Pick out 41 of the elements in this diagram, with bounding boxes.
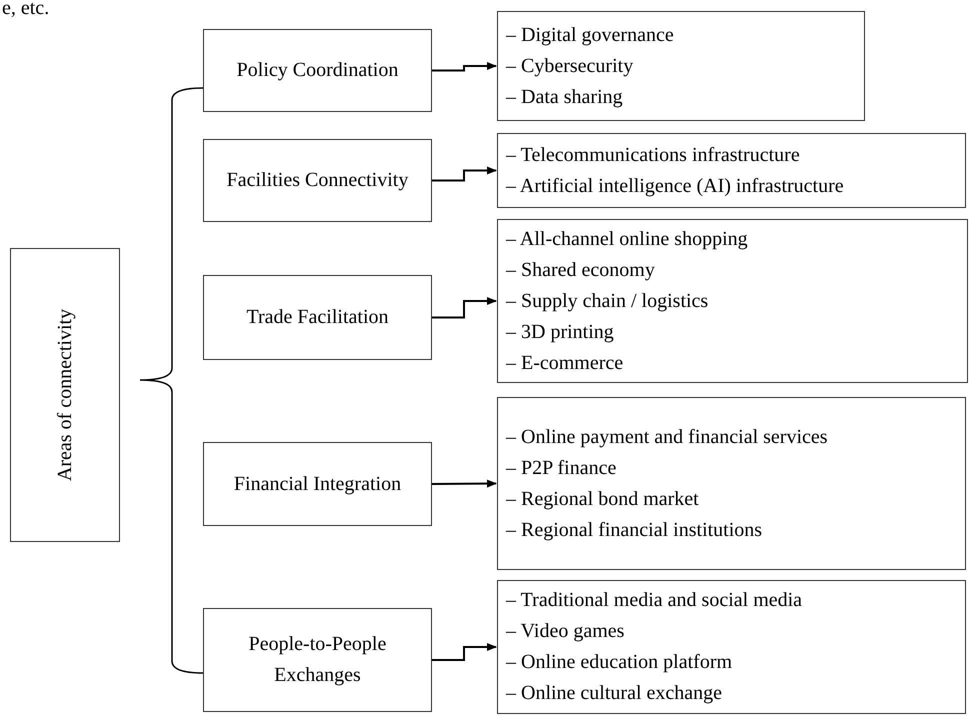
category-label: Financial Integration [232, 472, 402, 496]
arrow [432, 643, 497, 661]
list-box [497, 580, 966, 714]
list-box [497, 219, 968, 383]
arrow [432, 62, 497, 72]
category-box [203, 608, 432, 712]
list-item: – All-channel online shopping [506, 226, 749, 252]
category-label: People-to-People Exchanges [248, 632, 388, 688]
list-item: – Shared economy [506, 258, 656, 282]
category-label: Policy Coordination [236, 58, 400, 83]
list-item: – Regional financial institutions [506, 518, 764, 542]
list-item: – Online cultural exchange [506, 681, 724, 706]
list-box [497, 397, 966, 570]
list-item: – Digital governance [506, 22, 675, 48]
rotated-label: Areas of connectivity [53, 308, 77, 484]
label-box [10, 248, 120, 542]
category-box [203, 442, 432, 526]
list-item: – Traditional media and social media [506, 588, 804, 613]
list-item: – Online payment and financial services [506, 424, 829, 450]
list-box [497, 133, 966, 208]
list-item: – P2P finance [506, 456, 618, 480]
note-text: e, etc. [2, 0, 50, 20]
category-box [203, 29, 432, 112]
category-box [203, 275, 432, 360]
category-label: Trade Facilitation [245, 305, 390, 330]
list-item: – Supply chain / logistics [506, 288, 710, 314]
list-item: – Telecommunications infrastructure [506, 142, 801, 168]
list-item: – Video games [506, 619, 626, 644]
list-item: – Online education platform [506, 650, 734, 675]
list-item: – Artificial intelligence (AI) infrastructure [506, 174, 845, 198]
arrow [432, 166, 497, 182]
list-item: – Data sharing [506, 84, 624, 110]
list-item: – E-commerce [506, 350, 624, 376]
arrow [432, 480, 497, 488]
category-label: Facilities Connectivity [226, 168, 410, 193]
list-item: – Cybersecurity [506, 54, 634, 78]
list-box [497, 11, 865, 121]
arrow [432, 297, 497, 318]
list-item: – Regional bond market [506, 486, 700, 512]
category-box [203, 139, 432, 222]
list-item: – 3D printing [506, 320, 615, 344]
